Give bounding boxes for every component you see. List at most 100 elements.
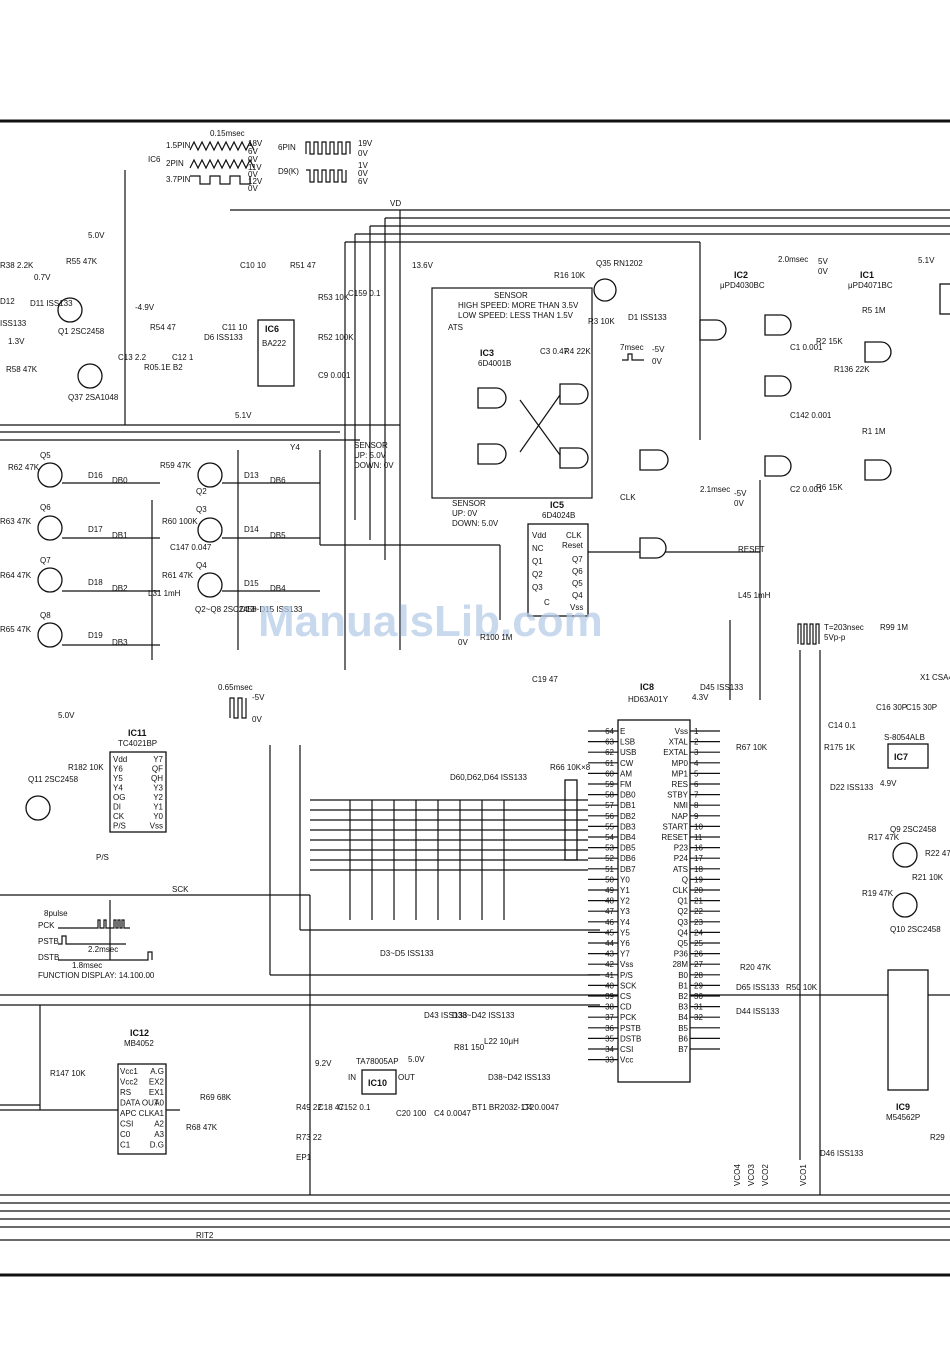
res-r65: R65 47K [0, 625, 32, 634]
res-r136: R136 22K [834, 365, 870, 374]
res-r66: R66 10K×8 [550, 763, 591, 772]
ic8-pin-vcc: Vcc [620, 1056, 633, 1065]
ic11-pin-r7: Vss [150, 822, 163, 831]
res-r17: R175 1K [824, 743, 856, 752]
wave-d9-lv2: 6V [358, 177, 368, 186]
res-r175: R67 10K [736, 743, 768, 752]
cap-c167: C19 47 [532, 675, 558, 684]
diode-d43: D38~D42 ISS133 [488, 1073, 551, 1082]
ic1-label: IC1 μPD4071BC [848, 270, 893, 290]
ic5-pin-q5: Q5 [572, 579, 583, 588]
res-r5: R5 1M [862, 306, 886, 315]
res-r81: R81 150 [454, 1043, 485, 1052]
ic12-part: MB4052 [124, 1039, 154, 1048]
ic5-pin-vdd: Vdd [532, 531, 546, 540]
res-r182: R50 10K [786, 983, 818, 992]
pulse21-time: 2.1msec [700, 485, 730, 494]
bus-db5: DB5 [270, 531, 286, 540]
diode-d6: D6 ISS133 [204, 333, 243, 342]
ic10-ta78005ap: TA78005AP IC10 IN OUT [348, 1057, 415, 1095]
bus-ats: ATS [448, 323, 463, 332]
ic8-pin-28m-r: 28M [672, 960, 688, 969]
ic8-pin-vss-r: Vss [675, 727, 688, 736]
ic12-pin-l6: C0 [120, 1130, 131, 1139]
ic8-pin-y4: Y4 [620, 918, 630, 927]
res-r68: R68 47K [186, 1123, 218, 1132]
transistor-q10: Q10 2SC2458 [890, 892, 941, 934]
ic8-pin-q1-r: Q1 [677, 897, 688, 906]
ic8-pin-db5: DB5 [620, 844, 636, 853]
cap-c1: C1 0.001 [790, 343, 823, 352]
q2-q8-label: Q2~Q8 2SC2458 [195, 605, 257, 614]
wave-chip: IC6 [148, 155, 161, 164]
pulse-pck: PCK [38, 921, 55, 930]
ic9-ref: IC9 [896, 1102, 910, 1112]
q11-label: Q11 2SC2458 [28, 775, 79, 784]
pulse-title: 8pulse [44, 909, 68, 918]
ic12-pin-l1: Vcc2 [120, 1078, 138, 1087]
q35-label: Q35 RN1202 [596, 259, 643, 268]
res-r53: R53 10K [318, 293, 350, 302]
res-r21: R19 47K [862, 889, 894, 898]
transistor-q7: Q7 [37, 556, 63, 593]
bus-db1: DB1 [112, 531, 128, 540]
cap-c11: C11 10 [222, 323, 248, 332]
ic8-pin-mp1-r: MP1 [672, 769, 689, 778]
bus-sck: SCK [172, 885, 189, 894]
ic5-pin-q6: Q6 [572, 567, 583, 576]
pulse-pstb: PSTB [38, 937, 59, 946]
ic9-part: M54562P [886, 1113, 920, 1122]
ic8-pin-b5-r: B5 [678, 1024, 688, 1033]
ic11-pin-r0: Y7 [153, 755, 163, 764]
voltage-5v0b: 5.0V [408, 1055, 425, 1064]
ic8-pin-lsb: LSB [620, 738, 635, 747]
t203-time: T=203nsec [824, 623, 864, 632]
part-bt1: BT1 BR2032-1T2 [472, 1103, 535, 1112]
res-r99: R99 1M [880, 623, 908, 632]
res-r3: R3 10K [588, 317, 615, 326]
pulse-2msec: 2.0msec 5V 0V [778, 255, 828, 276]
ic1-ref: IC1 [860, 270, 874, 280]
ic3-part: 6D4001B [478, 359, 511, 368]
cap-c159: C159 0.1 [348, 289, 381, 298]
pulse2-lv1: 0V [252, 715, 262, 724]
ic8-pin-b2-r: B2 [678, 992, 688, 1001]
pulse7-time: 7msec [620, 343, 644, 352]
sensor-updown-1: SENSOR UP: 5.0V DOWN: 0V [354, 441, 394, 470]
ic8-pin-y3: Y3 [620, 907, 630, 916]
ic12-pin-r0: A.G [150, 1067, 164, 1076]
transistor-q9: Q9 2SC2458 [890, 825, 937, 868]
pulse-note-8pulse: 8pulse PCK PSTB DSTB 2.2msec 1.8msec FUN… [38, 909, 155, 980]
ic8-pin-y0: Y0 [620, 875, 630, 884]
bus-reset: RESET [738, 545, 765, 554]
res-r63: R63 47K [0, 517, 32, 526]
wave-6pin-lv0: 19V [358, 139, 373, 148]
res-r55: R55 47K [66, 257, 98, 266]
ic8-pin-b1-r: B1 [678, 981, 688, 990]
ic5-pin-reset: Reset [562, 541, 584, 550]
bus-db4: DB4 [270, 584, 286, 593]
q3-label: Q3 [196, 505, 207, 514]
ic8-pin-y7: Y7 [620, 950, 630, 959]
ic8-pin-db1: DB1 [620, 801, 636, 810]
sensor1-up: UP: 5.0V [354, 451, 387, 460]
ic10-part: TA78005AP [356, 1057, 399, 1066]
q10-label: Q10 2SC2458 [890, 925, 941, 934]
ic8-pin-b4-r: B4 [678, 1013, 688, 1022]
ic12-pin-r2: EX1 [149, 1088, 165, 1097]
ic11-pin-r2: QH [151, 774, 163, 783]
ic8-left-pins: E64LSB63USB62CW61AM60FM59DB058DB157DB256… [588, 727, 641, 1065]
ic12-ref: IC12 [130, 1028, 149, 1038]
cap-c152: C20 100 [396, 1109, 427, 1118]
ic8-pin-pstb: PSTB [620, 1024, 641, 1033]
wave-d9-label: D9(K) [278, 167, 299, 176]
res-r51: R51 47 [290, 261, 316, 270]
ic6-ref: IC6 [265, 324, 279, 334]
ic12-pin-r1: EX2 [149, 1078, 165, 1087]
diode-d15: D15 [244, 579, 259, 588]
ic12-pin-r6: A3 [154, 1130, 164, 1139]
ic2-part: μPD4030BC [720, 281, 765, 290]
ic11-pin-r4: Y2 [153, 793, 163, 802]
res-r73: R73 22 [296, 1133, 322, 1142]
pulse-2-1msec: 2.1msec -5V 0V [700, 485, 747, 508]
